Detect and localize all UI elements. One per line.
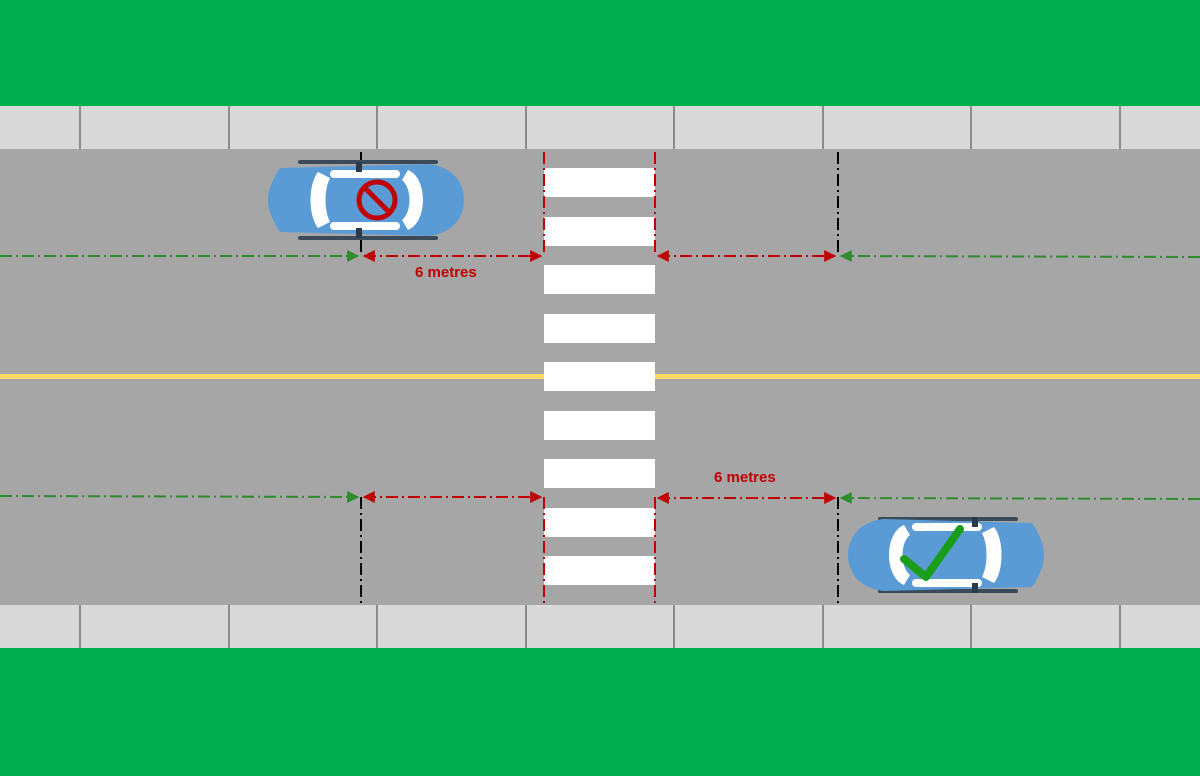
grass-bottom — [0, 648, 1200, 776]
distance-label-top: 6 metres — [415, 264, 477, 281]
distance-label-bottom: 6 metres — [714, 469, 776, 486]
car-parked-correctly — [848, 517, 1044, 593]
crossing-edge-lines — [543, 152, 656, 603]
prohibited-icon — [356, 179, 398, 221]
distance-arrows — [362, 250, 837, 504]
lane-guides — [0, 250, 1200, 505]
checkmark-icon — [900, 525, 964, 581]
sidewalk-top — [0, 106, 1200, 149]
zebra-crossing — [544, 168, 655, 585]
sidewalk-bottom — [0, 605, 1200, 648]
car-parked-too-close — [268, 160, 464, 240]
grass-top — [0, 0, 1200, 106]
